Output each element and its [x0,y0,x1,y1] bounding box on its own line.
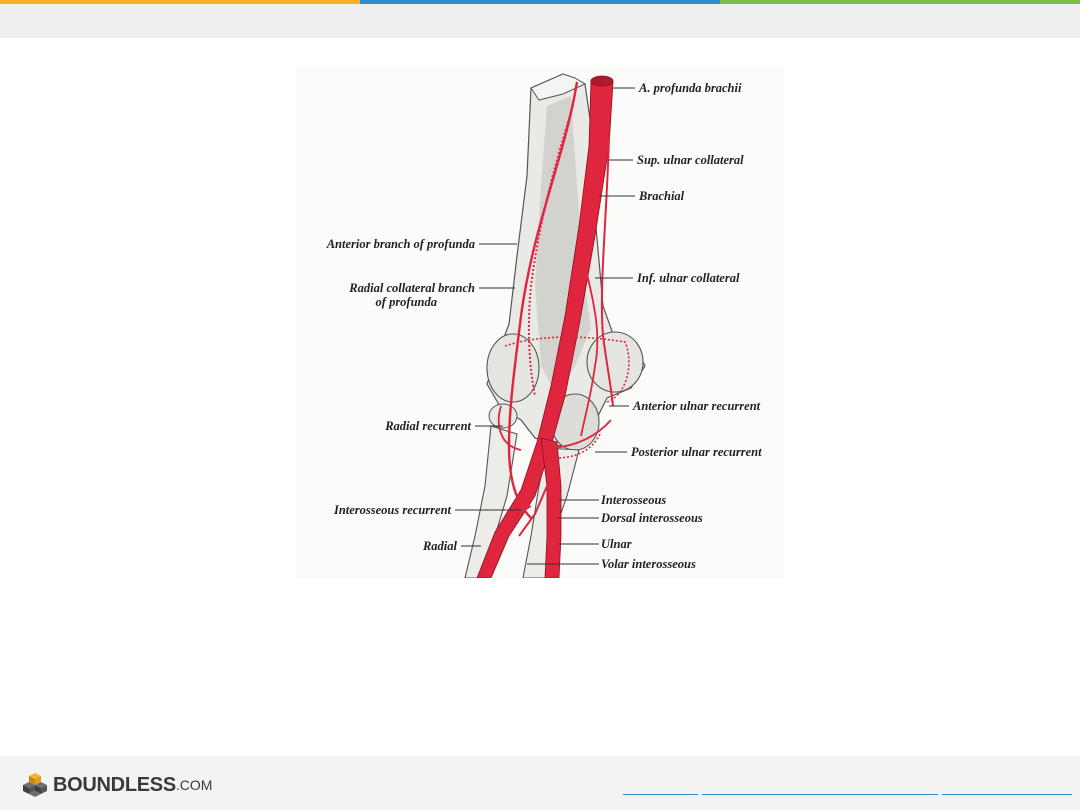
label-radial-collateral-line2: of profunda [376,295,437,309]
profunda-branch-dotted [527,105,574,397]
accent-stripe-orange [0,0,360,4]
brachial-artery [476,79,614,578]
label-ulnar: Ulnar [601,537,632,551]
lateral-epicondyle [486,333,540,403]
label-brachial: Brachial [638,189,685,203]
artery-cut-end [590,75,614,87]
label-posterior-ulnar-recurrent: Posterior ulnar recurrent [631,445,762,459]
footer-bar: BOUNDLESS.COM [0,756,1080,810]
interosseous-recurrent-branch [506,505,532,529]
cube-stack-icon [23,773,47,797]
profunda-branch [507,81,579,519]
footer-link-2[interactable] [702,794,938,795]
footer-link-1[interactable] [623,794,698,795]
leader-lines [455,87,635,565]
boundless-logo[interactable]: BOUNDLESS.COM [22,772,212,798]
anterior-ulnar-recurrent-branch [552,419,612,449]
radial-recurrent-branch [497,405,522,451]
top-bar [0,0,1080,38]
interosseous-branch [518,485,548,537]
radius-bone [464,425,518,578]
label-interosseous-recurrent: Interosseous recurrent [333,503,452,517]
accent-stripe-green [720,0,1080,4]
label-interosseous: Interosseous [600,493,666,507]
label-anterior-ulnar-recurrent: Anterior ulnar recurrent [632,399,761,413]
arm-artery-diagram: A. profunda brachii Sup. ulnar collatera… [295,66,785,578]
sup-ulnar-collateral-branch [600,135,614,407]
radial-head [488,403,518,429]
humerus-cut-end [530,73,587,101]
label-radial: Radial [422,539,458,553]
label-dorsal-interosseous: Dorsal interosseous [600,511,703,525]
logo-wordmark: BOUNDLESS [53,773,176,796]
label-radial-collateral-line1: Radial collateral branch [348,281,475,295]
label-radial-recurrent: Radial recurrent [384,419,471,433]
logo-suffix: .COM [175,777,213,793]
inf-ulnar-collateral-branch [580,265,599,437]
accent-stripe-blue [360,0,720,4]
label-volar-interosseous: Volar interosseous [601,557,696,571]
label-anterior-branch-of-profunda: Anterior branch of profunda [326,237,475,251]
ulnar-artery [540,437,562,578]
elbow-anastomosis [504,336,630,403]
diagram-svg: A. profunda brachii Sup. ulnar collatera… [326,73,762,578]
label-sup-ulnar-collateral: Sup. ulnar collateral [637,153,744,167]
label-a-profunda-brachii: A. profunda brachii [638,81,742,95]
footer-link-3[interactable] [942,794,1072,795]
posterior-ulnar-recurrent-branch [554,431,602,459]
medial-epicondyle [586,331,644,393]
label-inf-ulnar-collateral: Inf. ulnar collateral [636,271,740,285]
